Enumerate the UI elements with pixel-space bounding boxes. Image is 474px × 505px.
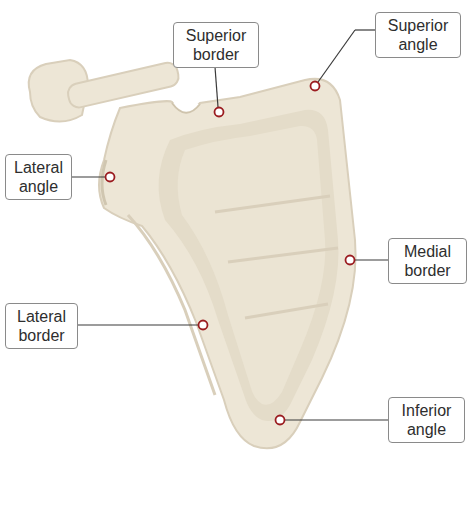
label-text: Superior angle xyxy=(380,16,456,54)
label-text-group: Superior angle xyxy=(380,16,456,54)
label-text: Inferior angle xyxy=(393,401,460,439)
marker-dot xyxy=(311,82,320,91)
marker-dot xyxy=(215,108,224,117)
leader-line xyxy=(318,30,355,82)
label-box: Superior angle xyxy=(375,12,461,58)
label-text: Medial border xyxy=(393,242,462,280)
suprascapular-notch xyxy=(172,103,200,113)
leader-line xyxy=(215,67,218,107)
lateral-ridge xyxy=(128,215,215,395)
scapula-body xyxy=(99,79,356,448)
leader-line xyxy=(285,419,388,420)
marker-dot xyxy=(106,173,115,182)
label-text-group: Medial border xyxy=(393,242,462,280)
label-box: Lateral border xyxy=(5,303,78,349)
label-text-group: Inferior angle xyxy=(393,401,460,439)
label-box: Inferior angle xyxy=(388,397,465,443)
leader-line xyxy=(77,324,198,325)
oblique-ridge xyxy=(245,304,328,318)
oblique-ridge xyxy=(215,196,330,212)
label-text: Lateral border xyxy=(10,307,73,345)
label-text-group: Superior border xyxy=(178,26,254,64)
leader-line xyxy=(355,259,388,260)
marker-dot xyxy=(276,416,285,425)
label-text: Lateral angle xyxy=(10,158,67,196)
label-text: Superior border xyxy=(178,26,254,64)
leader-line xyxy=(71,176,105,177)
label-text-group: Lateral angle xyxy=(10,158,67,196)
marker-dot xyxy=(346,256,355,265)
label-text-group: Lateral border xyxy=(10,307,73,345)
subscapular-fossa xyxy=(159,110,339,421)
label-box: Medial border xyxy=(388,238,467,284)
fossa-inner xyxy=(178,126,326,405)
marker-dot xyxy=(199,321,208,330)
oblique-ridge xyxy=(228,248,338,262)
label-box: Lateral angle xyxy=(5,154,72,200)
label-box: Superior border xyxy=(173,22,259,68)
leader-line xyxy=(355,29,375,30)
coracoid-process xyxy=(66,61,181,110)
glenoid xyxy=(102,160,106,205)
